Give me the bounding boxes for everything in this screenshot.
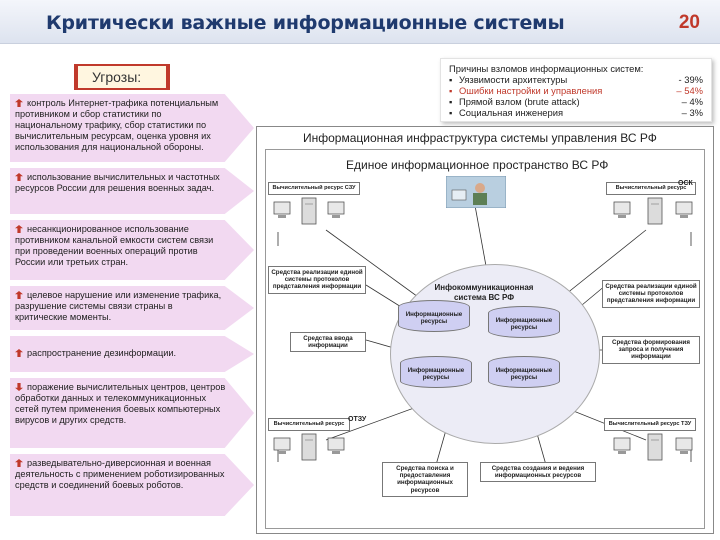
breach-reasons-box: Причины взломов информационных систем: ▪… bbox=[440, 58, 712, 122]
operator-photo bbox=[446, 176, 506, 208]
arrow-up-icon bbox=[15, 349, 23, 357]
reason-item: ▪Прямой взлом (brute attack)– 4% bbox=[449, 96, 703, 107]
threat-item: контроль Интернет-трафика потенциальным … bbox=[10, 94, 254, 162]
arrow-up-icon bbox=[15, 291, 23, 299]
resource-tzu: Вычислительный ресурс ТЗУ bbox=[604, 418, 696, 432]
infrastructure-diagram: Информационная инфраструктура системы уп… bbox=[256, 126, 714, 534]
workstation-icon bbox=[613, 197, 693, 225]
resource-management-box: Средства создания и ведения информационн… bbox=[480, 462, 596, 483]
arrow-up-icon bbox=[15, 99, 23, 107]
threats-list: контроль Интернет-трафика потенциальным … bbox=[10, 94, 254, 516]
diagram-outer-title: Информационная инфраструктура системы уп… bbox=[303, 131, 657, 145]
resource-osk: Вычислительный ресурс bbox=[606, 182, 696, 196]
threat-item: распространение дезинформации. bbox=[10, 336, 254, 372]
workstation-icon bbox=[273, 197, 345, 225]
center-title: Инфокоммуникационная система ВС РФ bbox=[434, 283, 534, 302]
threat-item: несанкционированное использование против… bbox=[10, 220, 254, 280]
info-resources-db: Информационные ресурсы bbox=[488, 356, 560, 388]
info-resources-db: Информационные ресурсы bbox=[400, 356, 472, 388]
arrow-up-icon bbox=[15, 173, 23, 181]
unified-info-space: Единое информационное пространство ВС РФ bbox=[265, 149, 705, 529]
reason-item: ▪Ошибки настройки и управления– 54% bbox=[449, 85, 703, 96]
threat-item: поражение вычислительных центров, центро… bbox=[10, 378, 254, 448]
resource-otzu: Вычислительный ресурс bbox=[268, 418, 350, 432]
threats-label: Угрозы: bbox=[74, 64, 170, 90]
resource-szu: Вычислительный ресурс СЗУ bbox=[268, 182, 360, 196]
left-protocols-box: Средства реализации единой системы прото… bbox=[268, 266, 366, 294]
otzu-label: ОТЗУ bbox=[348, 416, 367, 423]
reasons-title: Причины взломов информационных систем: bbox=[449, 63, 644, 74]
title-bar: Критически важные информационные системы… bbox=[0, 0, 720, 44]
threat-item: разведывательно-диверсионная и военная д… bbox=[10, 454, 254, 516]
arrow-down-icon bbox=[15, 383, 23, 391]
data-input-box: Средства ввода информации bbox=[290, 332, 366, 353]
threat-item: использование вычислительных и частотных… bbox=[10, 168, 254, 214]
slide-number: 20 bbox=[678, 12, 700, 33]
query-box: Средства формирования запроса и получени… bbox=[602, 336, 700, 364]
osk-label: ОСК bbox=[678, 180, 693, 187]
workstation-icon bbox=[613, 433, 693, 461]
info-resources-db: Информационные ресурсы bbox=[398, 300, 470, 332]
info-resources-db: Информационные ресурсы bbox=[488, 306, 560, 338]
reason-item: ▪Уязвимости архитектуры- 39% bbox=[449, 74, 703, 85]
slide-title: Критически важные информационные системы bbox=[46, 12, 565, 34]
arrow-up-icon bbox=[15, 225, 23, 233]
arrow-up-icon bbox=[15, 459, 23, 467]
search-box: Средства поиска и предоставления информа… bbox=[382, 462, 468, 497]
diagram-inner-title: Единое информационное пространство ВС РФ bbox=[346, 158, 609, 172]
threat-item: целевое нарушение или изменение трафика,… bbox=[10, 286, 254, 330]
reason-item: ▪Социальная инженерия– 3% bbox=[449, 107, 703, 118]
infocomm-system-circle bbox=[390, 264, 600, 444]
right-protocols-box: Средства реализации единой системы прото… bbox=[602, 280, 700, 308]
workstation-icon bbox=[273, 433, 345, 461]
